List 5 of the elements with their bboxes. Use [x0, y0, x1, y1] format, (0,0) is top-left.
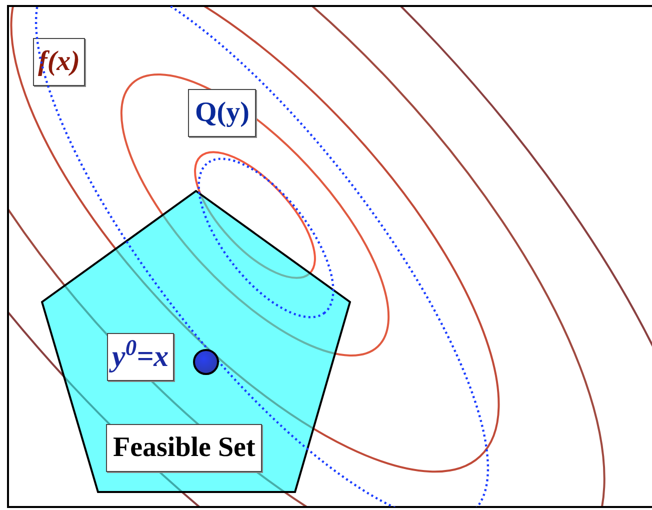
label-box: f(x)	[33, 38, 85, 86]
label-box: y$^{0}$=x	[107, 333, 174, 381]
label-box: Feasible Set	[106, 424, 262, 472]
label-box: Q(y)	[188, 89, 256, 137]
point-marker	[193, 349, 219, 375]
